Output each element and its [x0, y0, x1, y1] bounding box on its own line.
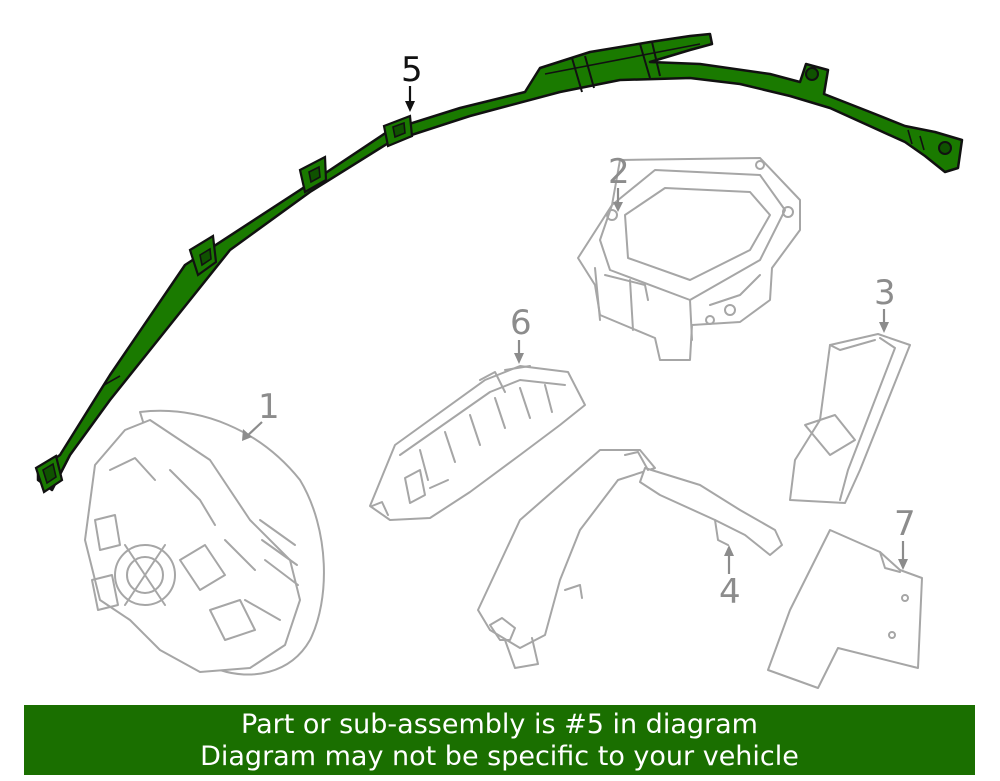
callout-7: 7: [894, 504, 916, 570]
part-7-control-unit[interactable]: [767, 529, 923, 689]
part-2-passenger-airbag-module[interactable]: [577, 157, 801, 361]
info-banner: Part or sub-assembly is #5 in diagram Di…: [24, 705, 975, 775]
callout-6: 6: [510, 303, 532, 364]
part-1-driver-airbag-module[interactable]: [84, 409, 325, 676]
callout-label-5: 5: [401, 50, 423, 90]
callout-1: 1: [242, 387, 280, 441]
part-5-curtain-airbag[interactable]: [34, 32, 964, 494]
callout-label-3: 3: [874, 273, 896, 313]
callout-label-2: 2: [608, 152, 630, 192]
callout-4: 4: [719, 545, 741, 612]
callout-2: 2: [608, 152, 630, 212]
callout-label-4: 4: [719, 572, 741, 612]
part-3-side-panel[interactable]: [789, 333, 911, 504]
callout-label-6: 6: [510, 303, 532, 343]
banner-line-2: Diagram may not be specific to your vehi…: [200, 741, 799, 772]
callout-3: 3: [874, 273, 896, 333]
callout-label-7: 7: [894, 504, 916, 544]
callout-label-1: 1: [258, 387, 280, 427]
banner-line-1: Part or sub-assembly is #5 in diagram: [241, 709, 758, 740]
part-6-knee-airbag[interactable]: [369, 365, 586, 521]
callout-5: 5: [401, 50, 423, 112]
part-4-sensor-harness[interactable]: [477, 449, 783, 669]
